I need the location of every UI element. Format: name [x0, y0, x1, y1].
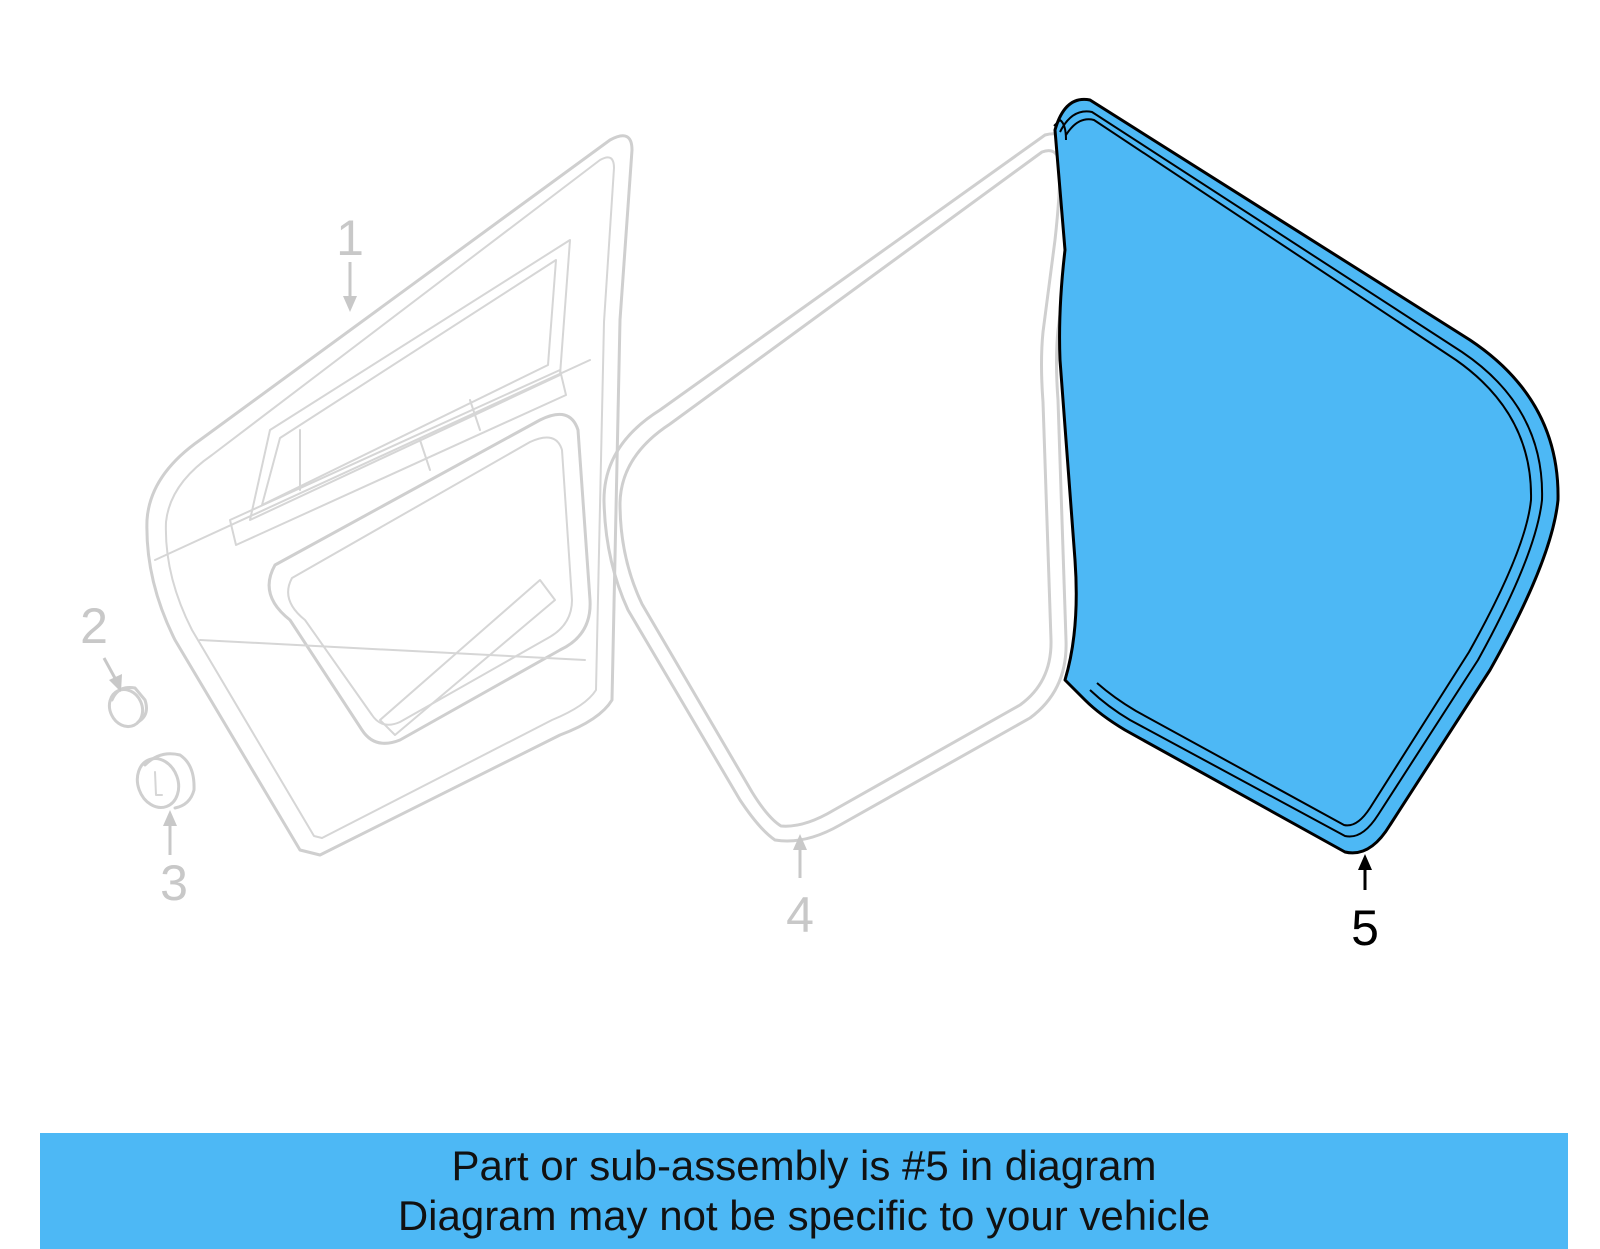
- parts-diagram: 1 2 3 4 5: [80, 97, 1560, 956]
- weatherstrip-part-5-body: [1053, 97, 1560, 855]
- grommet-part-3: [135, 752, 196, 810]
- banner-line-1: Part or sub-assembly is #5 in diagram: [451, 1142, 1157, 1189]
- leader-arrow-1: [343, 262, 357, 312]
- plug-part-2: [107, 686, 148, 728]
- callout-3: 3: [160, 855, 188, 911]
- weatherstrip-part-5: [1053, 97, 1560, 855]
- leader-arrow-3: [163, 810, 177, 855]
- info-banner: Part or sub-assembly is #5 in diagram Di…: [40, 1133, 1568, 1249]
- callout-5: 5: [1351, 900, 1379, 956]
- door-shell-part-1: [145, 134, 634, 857]
- weatherstrip-part-4: [602, 132, 1077, 843]
- banner-line-2: Diagram may not be specific to your vehi…: [397, 1192, 1211, 1239]
- callout-1: 1: [336, 210, 364, 266]
- leader-arrow-4: [793, 834, 807, 878]
- leader-arrows: [102, 262, 1372, 890]
- leader-arrow-2: [102, 657, 122, 692]
- callout-2: 2: [80, 598, 108, 654]
- leader-arrow-5: [1358, 854, 1372, 890]
- callout-4: 4: [786, 887, 814, 943]
